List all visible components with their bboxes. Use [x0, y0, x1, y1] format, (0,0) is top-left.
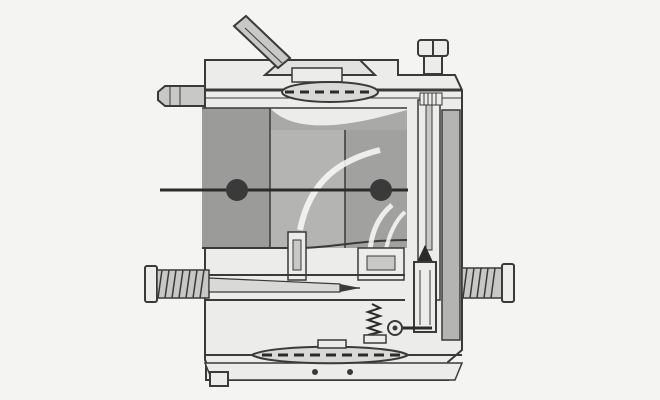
- bottom-cover: [203, 362, 464, 387]
- metering-lever: [387, 320, 432, 336]
- metering-spring: [363, 303, 387, 344]
- impulse-tube: [232, 14, 292, 70]
- choke-shaft: [226, 179, 248, 201]
- low-speed-adjust-screw: [461, 263, 515, 303]
- throttle-shaft: [370, 179, 392, 201]
- cover-screw-top: [417, 39, 449, 75]
- main-jet: [287, 231, 307, 281]
- cover-screw-bottom: [312, 369, 353, 375]
- inlet-needle: [413, 245, 437, 333]
- shafts: [160, 179, 408, 201]
- metering-diaphragm: [250, 339, 410, 365]
- high-speed-adjust-screw: [144, 265, 360, 303]
- fuel-screen: [419, 92, 443, 106]
- fuel-inlet-nipple: [157, 85, 206, 107]
- pump-diaphragm: [281, 81, 379, 103]
